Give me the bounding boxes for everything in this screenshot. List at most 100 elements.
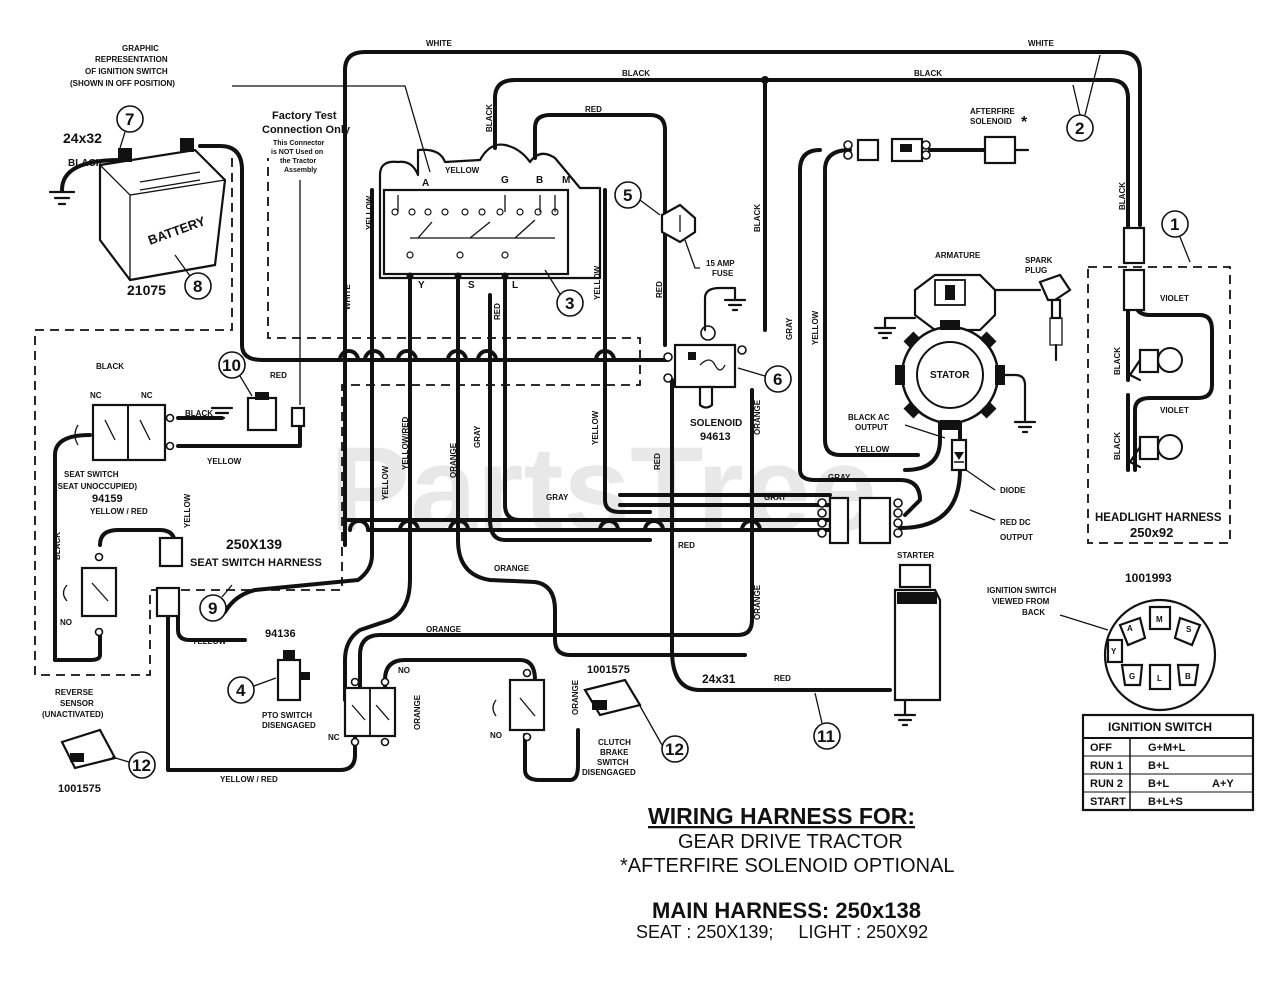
wire-yellow-bottom-seat xyxy=(176,608,247,642)
diode xyxy=(950,438,996,491)
item-9: 9 xyxy=(208,599,217,618)
solenoid xyxy=(673,286,737,409)
lbl-yellow-6: YELLOW xyxy=(811,310,820,345)
wire-yellow-engine-2 xyxy=(823,148,920,457)
lbl-gray-5: GRAY xyxy=(828,473,851,482)
wire-seat-to-reverse xyxy=(53,628,102,662)
ign-row-1-conn: B+L xyxy=(1148,760,1169,772)
connector-afterfire xyxy=(843,137,931,163)
item-3: 3 xyxy=(565,294,574,313)
pto-nc: NC xyxy=(328,733,340,742)
solenoid-label: SOLENOID xyxy=(690,418,742,429)
battery-size: 24x32 xyxy=(63,130,102,146)
afterfire-star: * xyxy=(1021,114,1028,131)
term-g: G xyxy=(501,175,509,186)
lbl-orange-4: ORANGE xyxy=(426,625,462,634)
seat-switch-pn: 94159 xyxy=(92,493,123,505)
clutch-switch xyxy=(492,668,546,742)
term-m: M xyxy=(562,175,570,186)
seat-harness-boundary xyxy=(34,158,641,676)
clutch-no: NO xyxy=(490,731,502,740)
back-s: S xyxy=(1186,625,1192,634)
wire-battery-ground xyxy=(60,158,122,192)
black-ac-1: BLACK AC xyxy=(848,413,890,422)
factory-note-3: the Tractor xyxy=(280,158,316,165)
item-8: 8 xyxy=(193,277,202,296)
lbl-yellow-3: YELLOW xyxy=(593,265,602,300)
lbl-orange-7: ORANGE xyxy=(571,679,580,715)
ground-icon xyxy=(1013,420,1037,434)
violet-1: VIOLET xyxy=(1160,294,1189,303)
lbl-gray-1: GRAY xyxy=(473,425,482,448)
crossing-loops xyxy=(261,349,762,532)
lbl-yellow-7: YELLOW xyxy=(855,445,890,454)
stator-label: STATOR xyxy=(930,370,970,381)
item-2: 2 xyxy=(1075,119,1084,138)
afterfire-solenoid xyxy=(983,135,1030,165)
lbl-red-5: RED xyxy=(678,541,695,550)
ground-icon xyxy=(893,713,917,727)
lbl-yellow-seat: YELLOW xyxy=(207,457,242,466)
headlight-harness-boundary xyxy=(1087,266,1231,544)
lbl-yellow-5: YELLOW xyxy=(591,410,600,445)
factory-note-4: Assembly xyxy=(284,167,317,174)
lbl-black-seat: BLACK xyxy=(185,409,213,418)
seat-yellow-red: YELLOW / RED xyxy=(90,507,148,516)
lbl-red-3: RED xyxy=(493,303,502,320)
term-s: S xyxy=(468,280,475,291)
armature xyxy=(883,273,1042,332)
back-g: G xyxy=(1129,672,1135,681)
lbl-gray-3: GRAY xyxy=(546,493,569,502)
black-ac-2: OUTPUT xyxy=(855,423,888,432)
seat-nc-2: NC xyxy=(141,391,153,400)
term-y: Y xyxy=(418,280,425,291)
pto-label-1: PTO SWITCH xyxy=(262,711,312,720)
item-12b: 12 xyxy=(665,740,684,759)
graphic-rep-3: OF IGNITION SWITCH xyxy=(85,67,168,76)
back-l: L xyxy=(1157,674,1162,683)
wire-seat-yellow-red xyxy=(53,433,92,662)
term-l: L xyxy=(512,280,518,291)
lbl-red-test: RED xyxy=(270,371,287,380)
seat-yellow-vert: YELLOW xyxy=(183,493,192,528)
red-dc-1: RED DC xyxy=(1000,518,1031,527)
title-line-2: GEAR DRIVE TRACTOR xyxy=(678,831,903,853)
lbl-yellow-red-bottom: YELLOW / RED xyxy=(220,775,278,784)
ign-row-3-pos: START xyxy=(1090,796,1126,808)
seat-connector-1 xyxy=(158,536,184,568)
battery-pn: 21075 xyxy=(127,282,166,298)
wire-black-top xyxy=(493,78,1130,232)
ignition-table xyxy=(1081,713,1255,812)
clutch-label-2: BRAKE xyxy=(600,748,629,757)
headlight-harness-label: HEADLIGHT HARNESS xyxy=(1095,512,1222,524)
test-connector xyxy=(246,392,306,432)
pto-no: NO xyxy=(398,666,410,675)
back-m: M xyxy=(1156,615,1163,624)
afterfire-label-1: AFTERFIRE xyxy=(970,107,1016,116)
diode-label: DIODE xyxy=(1000,486,1026,495)
pto-pn: 94136 xyxy=(265,628,296,640)
reverse-switch xyxy=(62,552,118,637)
clutch-label-1: CLUTCH xyxy=(598,738,631,747)
ign-row-2-extra: A+Y xyxy=(1212,778,1234,790)
ign-pn: 1001993 xyxy=(1125,571,1172,585)
lbl-gray-4: GRAY xyxy=(764,493,787,502)
headlight-upper xyxy=(1128,347,1183,382)
lbl-black-5: BLACK xyxy=(1118,182,1127,210)
lbl-yellow-bottom: YELLOW xyxy=(192,637,227,646)
graphic-rep-4: (SHOWN IN OFF POSITION) xyxy=(70,79,175,88)
lbl-gray-2: GRAY xyxy=(785,317,794,340)
lbl-orange-6: ORANGE xyxy=(413,694,422,730)
lbl-red-4: RED xyxy=(653,453,662,470)
wire-orange-right xyxy=(358,388,754,692)
factory-note-2: is NOT Used on xyxy=(271,149,323,156)
ignition-switch-back xyxy=(1103,598,1217,712)
pto-switch xyxy=(343,677,397,747)
wire-yellow-switch-right xyxy=(603,188,652,514)
lbl-white-1: WHITE xyxy=(426,39,452,48)
wire-yellow-left xyxy=(223,188,374,614)
graphic-rep-2: REPRESENTATION xyxy=(95,55,168,64)
graphic-rep-1: GRAPHIC xyxy=(122,44,159,53)
lbl-orange-5: ORANGE xyxy=(753,584,762,620)
clutch-label-4: DISENGAGED xyxy=(582,768,636,777)
